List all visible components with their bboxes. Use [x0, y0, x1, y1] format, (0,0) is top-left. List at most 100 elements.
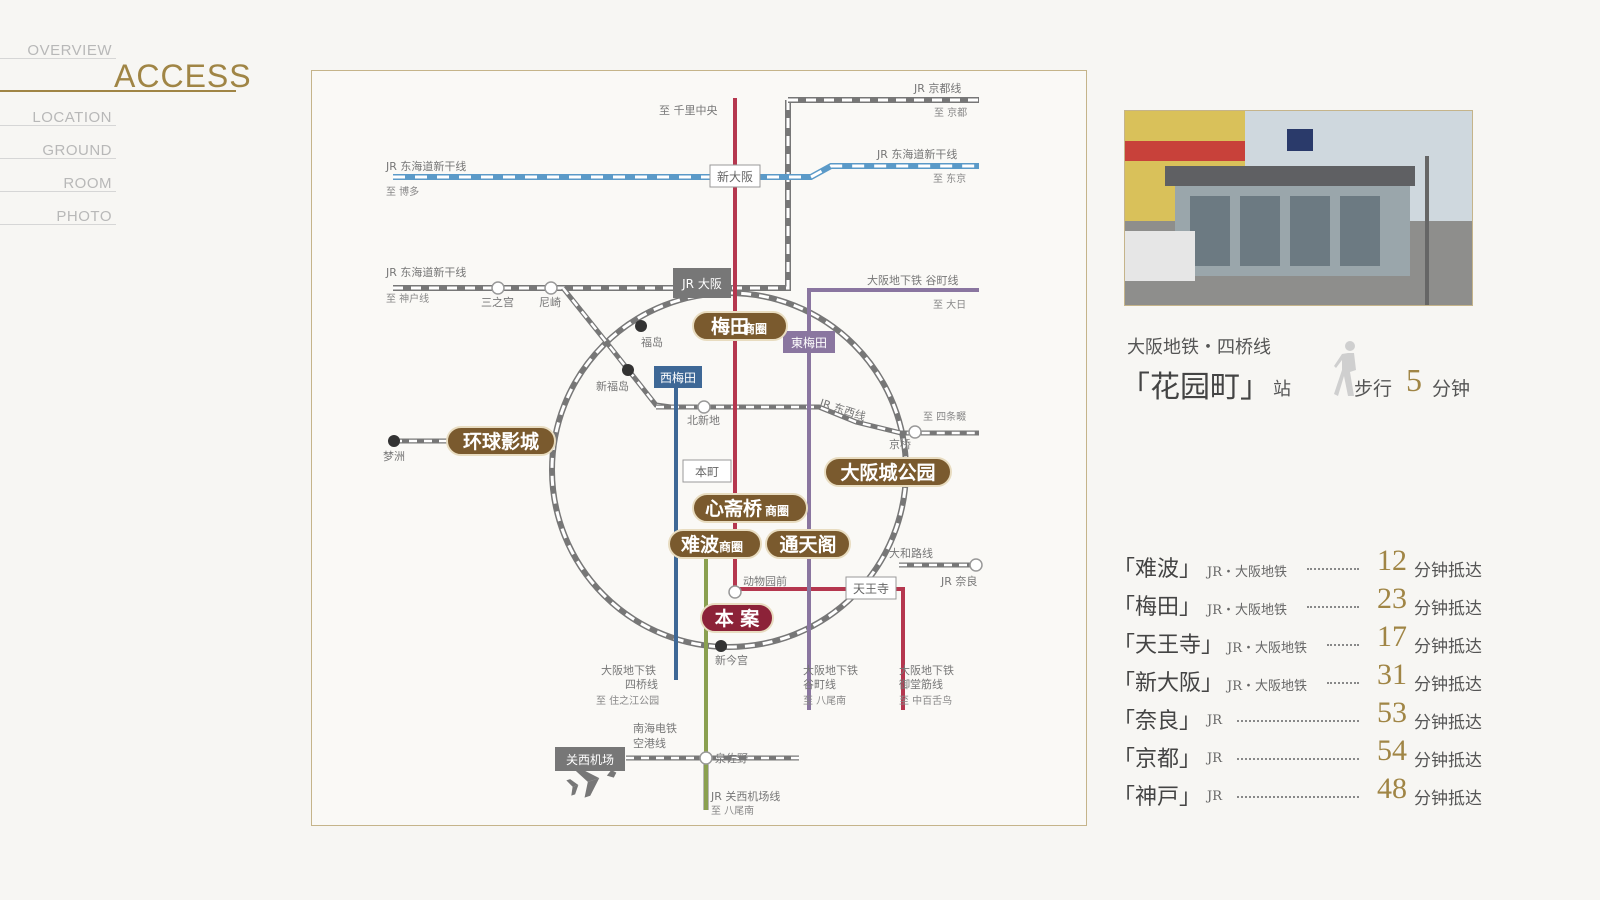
travel-time-list: 「难波」 JR・大阪地铁 12 分钟抵达 「梅田」 JR・大阪地铁 23 分钟抵… [1113, 544, 1483, 814]
svg-text:東梅田: 東梅田 [791, 335, 827, 350]
svg-text:环球影城: 环球影城 [463, 430, 539, 453]
leader-dots [1327, 632, 1359, 646]
nav-active-underline [0, 90, 236, 92]
badge-namba[interactable]: 难波 商圈 [668, 529, 762, 559]
travel-time-row: 「京都」 JR 54 分钟抵达 [1113, 734, 1483, 776]
label-tanimachi-bottom-2: 谷町线 [803, 677, 836, 691]
label-yotsubashi: 大阪地下铁 [601, 663, 656, 677]
walk-unit: 分钟 [1432, 378, 1471, 400]
minutes: 23 [1377, 582, 1407, 615]
minutes-unit: 分钟抵达 [1414, 751, 1482, 771]
badge-usj[interactable]: 环球影城 [446, 426, 556, 456]
station-dot-jr-nara[interactable] [969, 558, 983, 572]
minutes-unit: 分钟抵达 [1414, 637, 1482, 657]
station-shin-osaka[interactable]: 新大阪 [709, 164, 761, 188]
svg-text:西梅田: 西梅田 [660, 370, 696, 385]
station-dot-amagasaki[interactable] [544, 281, 558, 295]
station-honmachi[interactable]: 本町 [682, 459, 732, 483]
nav-divider [0, 158, 116, 159]
station-dot-kitashinchi[interactable] [697, 400, 711, 414]
svg-text:心斋桥: 心斋桥 [705, 497, 763, 520]
destination: 「难波」 [1113, 557, 1202, 582]
jr-kyoto-line [731, 97, 979, 291]
tanimachi-line [807, 288, 979, 710]
label-to-kobe-line: 至 神户线 [386, 292, 429, 305]
nav-divider [0, 224, 116, 225]
side-navigation: OVERVIEW ACCESS LOCATION GROUND ROOM PHO… [0, 0, 251, 240]
label-tokaido-left: JR 东海道新干线 [385, 265, 466, 279]
nav-item-overview[interactable]: OVERVIEW [27, 42, 112, 59]
minutes-unit: 分钟抵达 [1414, 561, 1482, 581]
station-higashi-umeda[interactable]: 東梅田 [783, 331, 835, 353]
walking-person-icon [1334, 341, 1356, 396]
station-suffix: 站 [1273, 379, 1291, 400]
travel-time-row: 「难波」 JR・大阪地铁 12 分钟抵达 [1113, 544, 1483, 586]
svg-text:新大阪: 新大阪 [717, 169, 753, 184]
travel-time-row: 「神戸」 JR 48 分钟抵达 [1113, 772, 1483, 814]
badge-project-site[interactable]: 本 案 [700, 603, 774, 633]
nav-item-ground[interactable]: GROUND [42, 142, 112, 159]
station-kansai-airport[interactable]: 关西机场 [555, 747, 625, 771]
station-dot-sannomiya[interactable] [491, 281, 505, 295]
destination: 「奈良」 [1113, 709, 1202, 734]
label-jr-kansai: JR 关西机场线 [710, 789, 780, 803]
station-dot-dobutsuenmae[interactable] [728, 585, 742, 599]
station-dot-fukushima[interactable] [635, 320, 647, 332]
route-via: JR・大阪地铁 [1227, 679, 1307, 694]
station-dot-yumeshima[interactable] [388, 435, 400, 447]
route-via: JR・大阪地铁 [1227, 641, 1307, 656]
shinkansen-line [393, 163, 979, 180]
travel-time-row: 「新大阪」 JR・大阪地铁 31 分钟抵达 [1113, 658, 1483, 700]
destination: 「神戸」 [1113, 785, 1202, 810]
label-to-hakata: 至 博多 [386, 185, 419, 198]
label-to-tokyo: 至 东京 [933, 172, 966, 185]
nav-item-location[interactable]: LOCATION [32, 109, 112, 126]
nav-item-access[interactable]: ACCESS [114, 58, 252, 94]
nav-item-room[interactable]: ROOM [63, 175, 112, 192]
label-shinkansen-right: JR 东海道新干线 [876, 147, 957, 161]
nav-divider [0, 125, 116, 126]
destination: 「新大阪」 [1113, 671, 1224, 696]
label-to-shijonawate: 至 四条畷 [923, 410, 966, 423]
label-yotsubashi-2: 四桥线 [625, 677, 658, 691]
destination: 「梅田」 [1113, 595, 1202, 620]
route-via: JR・大阪地铁 [1207, 565, 1287, 580]
route-via: JR [1207, 713, 1222, 728]
label-to-nakamozu: 至 中百舌鸟 [899, 694, 952, 707]
svg-text:大阪城公园: 大阪城公园 [840, 461, 935, 484]
badge-tsutenkaku[interactable]: 通天阁 [765, 529, 851, 559]
minutes: 12 [1377, 544, 1407, 577]
label-to-kyoto: 至 京都 [934, 106, 967, 119]
label-fukushima: 福岛 [641, 335, 663, 349]
jr-tozai-line [656, 404, 979, 436]
label-jr-tozai: JR 东西线 [817, 395, 867, 423]
nav-item-photo[interactable]: PHOTO [56, 208, 112, 225]
station-dot-izumisano[interactable] [699, 751, 713, 765]
minutes-unit: 分钟抵达 [1414, 675, 1482, 695]
walk-minutes: 5 [1406, 362, 1422, 398]
label-nankai: 南海电铁 [633, 721, 677, 735]
badge-shinsaibashi[interactable]: 心斋桥 商圈 [692, 493, 808, 523]
station-tennoji[interactable]: 天王寺 [845, 576, 897, 600]
svg-text:JR 大阪: JR 大阪 [681, 277, 722, 291]
station-dot-shin-fukushima[interactable] [622, 364, 634, 376]
leader-dots [1307, 594, 1359, 608]
svg-text:梅田: 梅田 [711, 315, 749, 338]
label-midosuji: 大阪地下铁 [899, 663, 954, 677]
badge-umeda[interactable]: 梅田 商圈 [692, 311, 788, 341]
route-map: 新大阪 JR 大阪 東梅田 西梅田 本町 天王寺 关西机场 JR 京都线 至 京… [383, 81, 983, 817]
label-tanimachi-bottom: 大阪地下铁 [803, 663, 858, 677]
route-map-frame [311, 70, 1087, 826]
label-shin-fukushima: 新福岛 [596, 379, 629, 393]
label-tanimachi-top: 大阪地下铁 谷町线 [867, 273, 959, 287]
station-dot-shin-imamiya[interactable] [715, 640, 727, 652]
svg-text:关西机场: 关西机场 [566, 753, 614, 767]
nav-divider [0, 191, 116, 192]
minutes: 54 [1377, 734, 1407, 767]
svg-text:商圈: 商圈 [765, 503, 789, 518]
badge-osaka-castle[interactable]: 大阪城公园 [824, 457, 952, 487]
station-nishi-umeda[interactable]: 西梅田 [654, 366, 702, 388]
station-dot-kyobashi[interactable] [908, 425, 922, 439]
minutes: 17 [1377, 620, 1407, 653]
station-jr-osaka[interactable]: JR 大阪 [673, 268, 731, 298]
